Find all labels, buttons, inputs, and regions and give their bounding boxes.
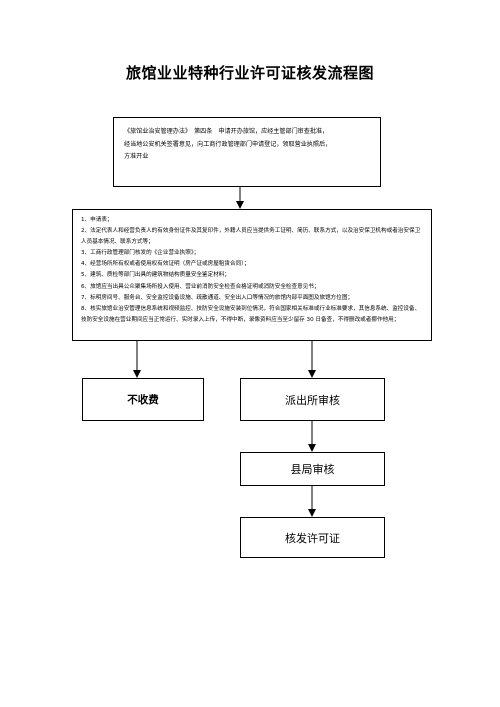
- regulation-line: 方准开业: [124, 153, 149, 160]
- regulation-box: 《旅馆业治安管理办法》 第四条 申请开办旅馆，应经主管部门审查批准， 经当地公安…: [113, 117, 381, 187]
- requirement-item: 3、工商行政管理部门核发的《企业营业执照》；: [81, 250, 200, 257]
- page-title: 旅馆业业特种行业许可证核发流程图: [125, 64, 374, 82]
- requirement-item: 7、标明房间号、服务台、安全监控设备设施、疏散通道、安全出入口等情况的旅馆内部平…: [81, 294, 354, 301]
- county-bureau-review-box: 县局审核: [240, 452, 385, 486]
- issue-permit-box: 核发许可证: [240, 517, 385, 558]
- police-station-review-box: 派出所审核: [240, 378, 385, 421]
- regulation-line: 经当地公安机关签署意见，向工商行政管理部门申请登记，领取营业执照后，: [124, 140, 332, 148]
- requirement-item: 6、旅馆应当出具公众聚集场所投入使用、营业前消防安全检查合格证明或消防安全检查意…: [81, 283, 320, 290]
- requirement-item: 1、申请表；: [81, 217, 113, 223]
- requirement-item: 8、核实旅馆业治安管理信息系统和视频监控、技防安全设施安装到位情况，符合国家相关…: [81, 305, 421, 323]
- no-fee-box: 不收费: [82, 378, 204, 421]
- requirement-item: 2、法定代表人和经营负责人的有效身份证件及其复印件，外籍人员应当提供务工证明、简…: [81, 228, 421, 246]
- regulation-line: 《旅馆业治安管理办法》 第四条 申请开办旅馆，应经主管部门审查批准，: [124, 128, 329, 135]
- requirement-item: 4、经营场所所有权或者使用权有效证明（房产证或房屋租赁合同）；: [81, 261, 250, 268]
- requirements-box: 1、申请表； 2、法定代表人和经营负责人的有效身份证件及其复印件，外籍人员应当提…: [72, 209, 432, 341]
- requirement-item: 5、建筑、质检等部门出具的建筑物结构质量安全鉴定材料；: [81, 272, 230, 279]
